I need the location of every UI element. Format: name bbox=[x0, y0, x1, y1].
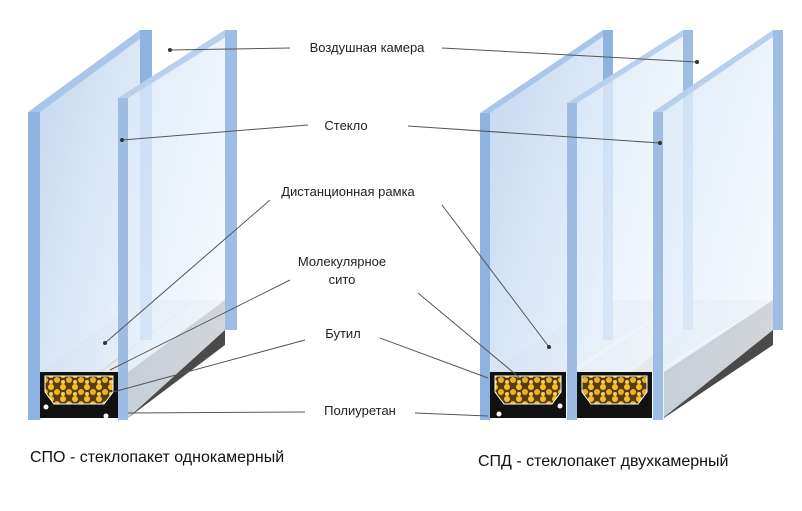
glass-pane bbox=[118, 30, 237, 420]
spacer-cross-section bbox=[40, 372, 118, 419]
label-glass: Стекло bbox=[324, 118, 367, 133]
label-polyurethane: Полиуретан bbox=[324, 403, 396, 418]
caption-single-chamber: СПО - стеклопакет однокамерный bbox=[30, 449, 284, 466]
single-chamber-unit bbox=[28, 30, 237, 420]
caption-double-chamber: СПД - стеклопакет двухкамерный bbox=[478, 453, 728, 470]
leader-lines bbox=[103, 47, 699, 417]
glass-pane bbox=[653, 30, 783, 420]
double-chamber-unit bbox=[480, 30, 783, 420]
label-molecular-sieve-2: сито bbox=[329, 272, 356, 287]
label-spacer-frame: Дистанционная рамка bbox=[281, 184, 415, 199]
label-molecular-sieve: Молекулярное bbox=[298, 254, 386, 269]
glass-pane bbox=[28, 30, 152, 420]
spacer-cross-section bbox=[490, 372, 566, 418]
spacer-cross-section bbox=[577, 372, 652, 418]
label-butyl: Бутил bbox=[325, 326, 361, 341]
label-air-chamber: Воздушная камера bbox=[310, 40, 426, 55]
